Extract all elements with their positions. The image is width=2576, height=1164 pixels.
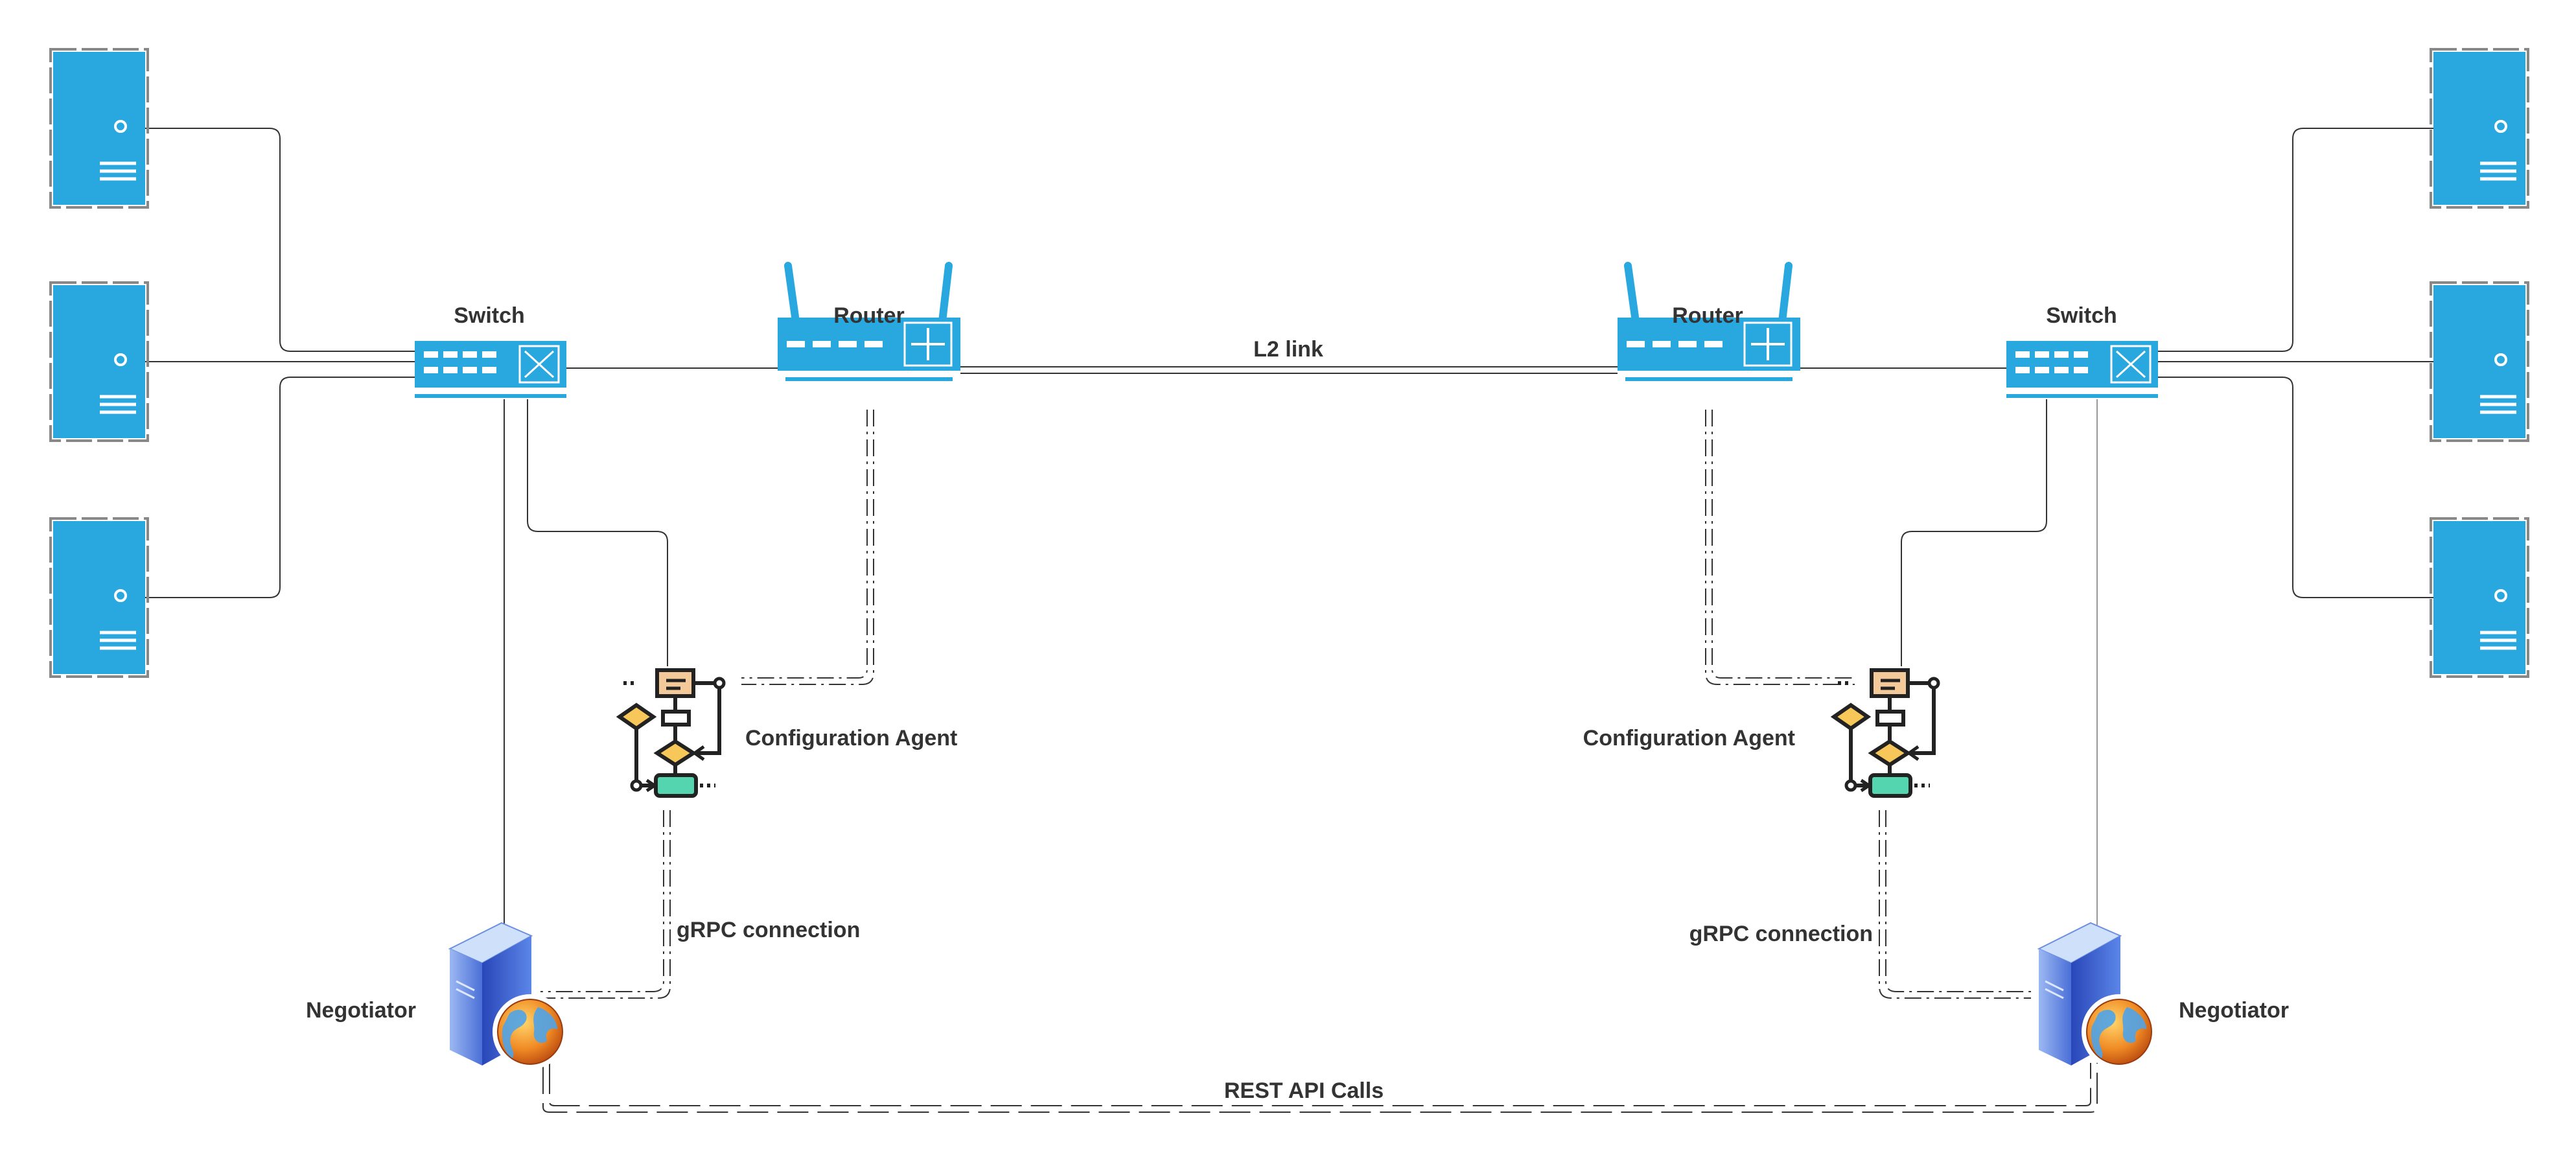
left-router-agent-link: [741, 410, 874, 685]
left-negotiator-icon: [448, 922, 569, 1071]
left-router-label: Router: [833, 303, 905, 328]
left-grpc-label: gRPC connection: [677, 918, 860, 942]
left-server-2-icon: [51, 283, 148, 441]
right-router-agent-link: [1705, 410, 1855, 685]
right-grpc-line: [1879, 810, 2031, 999]
right-negotiator-icon: [2037, 922, 2158, 1071]
right-server-3-link: [2157, 377, 2433, 598]
right-server-1-icon: [2431, 49, 2528, 207]
right-server-2-icon: [2431, 283, 2528, 441]
left-server-1-link: [143, 128, 415, 352]
right-switch-agent-link: [1901, 399, 2047, 666]
left-switch-label: Switch: [454, 303, 525, 328]
left-grpc-line: [540, 810, 671, 999]
right-server-1-link: [2157, 128, 2433, 352]
l2-link-label: L2 link: [1253, 337, 1323, 362]
right-negotiator-label: Negotiator: [2179, 998, 2289, 1023]
right-server-3-icon: [2431, 518, 2528, 677]
rest-api-label: REST API Calls: [1224, 1078, 1384, 1103]
left-config-agent-label: Configuration Agent: [745, 726, 957, 751]
right-router-label: Router: [1672, 303, 1743, 328]
right-switch-label: Switch: [2046, 303, 2117, 328]
right-config-agent-label: Configuration Agent: [1583, 726, 1795, 751]
left-server-3-icon: [51, 518, 148, 677]
left-config-agent-icon: [620, 670, 724, 796]
left-server-1-icon: [51, 49, 148, 207]
right-grpc-label: gRPC connection: [1689, 922, 1873, 946]
left-server-3-link: [143, 377, 415, 598]
right-switch-icon: [2005, 340, 2159, 399]
l2-link-line: [960, 366, 1618, 374]
left-switch-agent-link: [527, 399, 668, 666]
right-config-agent-icon: [1834, 670, 1938, 796]
rest-api-line: [542, 1063, 2098, 1113]
left-negotiator-label: Negotiator: [306, 998, 416, 1023]
left-switch-icon: [413, 340, 568, 399]
